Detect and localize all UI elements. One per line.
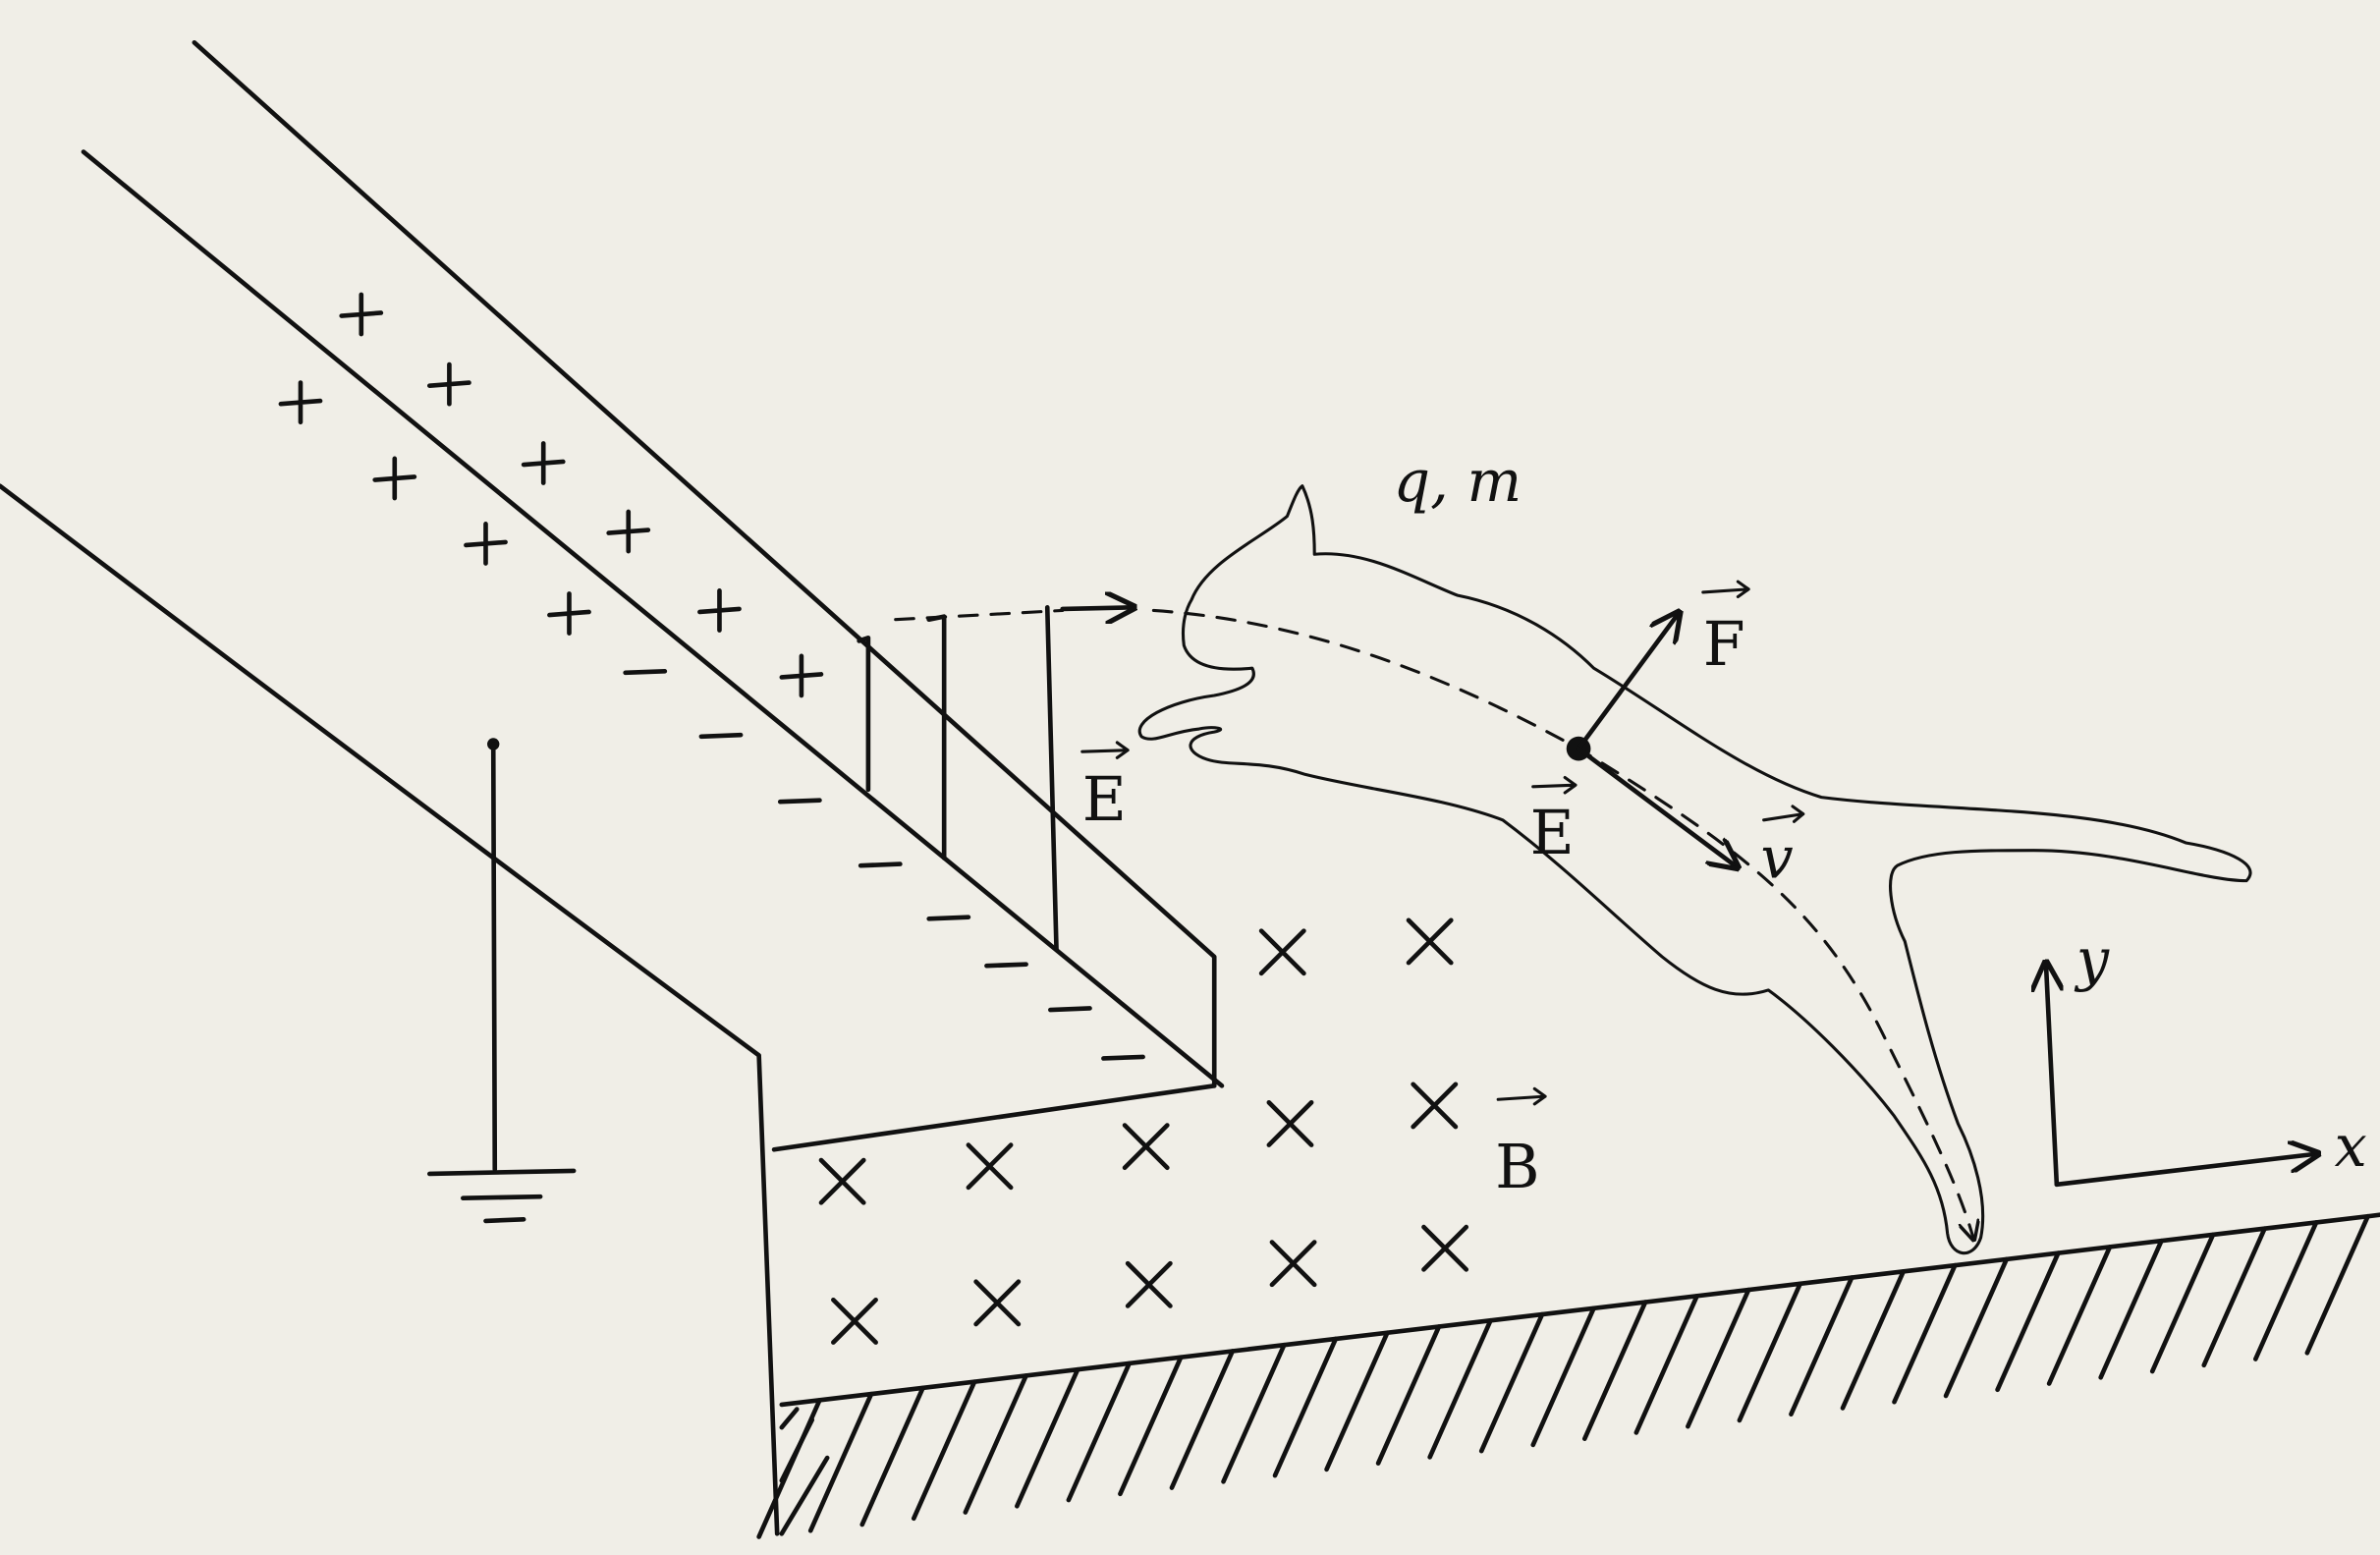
hatch-line — [1427, 1317, 1493, 1460]
hatch-line — [1118, 1355, 1184, 1497]
floor-hatching — [756, 1213, 2370, 1539]
plus-charge-icon — [697, 588, 742, 633]
velocity-arrow-icon — [1576, 746, 1735, 865]
coordinate-axes — [2046, 966, 2315, 1188]
cross-icon — [1125, 1260, 1173, 1308]
plus-charge-icon — [606, 509, 651, 554]
plus-charge-icon — [547, 591, 591, 636]
hatch-line — [1840, 1269, 1907, 1411]
hatch-line — [1272, 1336, 1339, 1478]
force-label: F — [1703, 609, 1745, 680]
hatch-line — [1737, 1281, 1803, 1423]
cross-icon — [966, 1142, 1014, 1191]
hatch-line — [1892, 1262, 1958, 1405]
plus-charge-icon — [779, 653, 824, 698]
minus-charge-icon — [858, 861, 903, 868]
hatch-line — [807, 1391, 874, 1533]
hatch-line — [779, 1407, 830, 1536]
top-plate-line — [192, 39, 1217, 1088]
y-axis-arrow-icon — [2046, 966, 2057, 1188]
minus-charges — [623, 668, 1145, 1061]
force-arrow-icon — [1576, 615, 1677, 751]
bottom-plate-line — [81, 149, 1225, 1088]
cross-icon — [1122, 1123, 1170, 1171]
minus-charge-icon — [777, 798, 822, 805]
x-axis-arrow-icon — [2054, 1154, 2315, 1188]
magnetic-field-crosses — [818, 917, 1469, 1345]
hatch-line — [963, 1373, 1028, 1515]
magnetic-field-label: B — [1495, 1132, 1539, 1202]
plus-charge-icon — [339, 292, 384, 337]
plus-charge-icon — [426, 361, 471, 407]
minus-charge-icon — [698, 732, 744, 740]
electric-field-lines — [857, 605, 1059, 952]
charge-mass-label: q, m — [1394, 447, 1522, 515]
cross-icon — [1411, 1082, 1459, 1130]
cross-icon — [973, 1279, 1022, 1327]
hatch-line — [1015, 1366, 1080, 1509]
hatch-line — [1324, 1330, 1390, 1472]
plate-field-label: E — [1082, 764, 1127, 835]
minus-charge-icon — [623, 668, 668, 676]
hatch-line — [859, 1385, 925, 1527]
minus-charge-icon — [1048, 1006, 1092, 1013]
hatch-line — [2304, 1213, 2370, 1356]
plus-charge-icon — [372, 456, 417, 501]
minus-charge-icon — [984, 962, 1028, 969]
trajectory-path — [1151, 608, 1972, 1237]
ground-connection — [426, 738, 577, 1224]
hatch-line — [2149, 1232, 2216, 1374]
hatch-line — [1478, 1311, 1545, 1454]
cross-icon — [1406, 917, 1454, 966]
minus-charge-icon — [926, 915, 971, 921]
hatch-line — [1995, 1250, 2061, 1393]
hatch-line — [1789, 1275, 1854, 1417]
hatch-line — [1581, 1300, 1648, 1441]
step-edge — [771, 1083, 1217, 1152]
plus-charges — [278, 292, 824, 698]
x-axis-label: x — [2335, 1112, 2367, 1180]
hatch-line — [1686, 1287, 1751, 1429]
cross-icon — [1269, 1240, 1317, 1288]
cross-icon — [818, 1157, 866, 1205]
hatch-line — [1221, 1342, 1287, 1484]
cat-field-label: E — [1530, 798, 1575, 868]
floor — [756, 1212, 2380, 1539]
cross-icon — [1258, 928, 1306, 976]
cross-icon — [1266, 1100, 1314, 1147]
trajectory-incoming — [894, 608, 1065, 622]
ground-symbol-icon — [426, 1168, 577, 1224]
hatch-line — [1169, 1349, 1236, 1490]
plus-charge-icon — [464, 522, 508, 566]
minus-charge-icon — [1101, 1054, 1145, 1061]
hatch-line — [2252, 1220, 2319, 1361]
y-axis-label: y — [2074, 925, 2110, 993]
hatch-line — [1633, 1293, 1699, 1435]
hatch-line — [1530, 1305, 1596, 1448]
hatch-line — [911, 1379, 977, 1522]
ramp-outline — [0, 483, 780, 1536]
plus-charge-icon — [278, 380, 323, 425]
cat-outline — [1137, 484, 2252, 1255]
trajectory-arrow-icon — [1060, 607, 1132, 609]
hatch-line — [2201, 1226, 2267, 1368]
hatch-line — [1066, 1361, 1133, 1503]
hatch-line — [1943, 1256, 2010, 1399]
hatch-line — [2046, 1245, 2113, 1386]
hatch-line — [1375, 1324, 1442, 1466]
cross-icon — [831, 1297, 878, 1345]
velocity-label: v — [1761, 824, 1794, 892]
ramp-structure — [0, 39, 1225, 1536]
hatch-line — [2098, 1238, 2164, 1380]
plus-charge-icon — [521, 441, 566, 485]
cross-icon — [1421, 1224, 1469, 1272]
